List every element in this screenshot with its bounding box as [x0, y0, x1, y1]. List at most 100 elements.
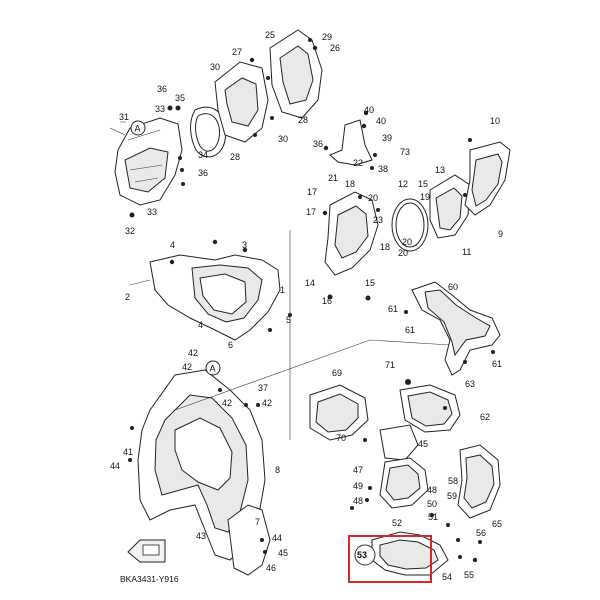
callout-30: 30 [210, 62, 220, 72]
lower-right-assembly [309, 379, 501, 576]
callout-15: 15 [365, 278, 375, 288]
callout-36: 36 [157, 84, 167, 94]
callout-28: 28 [230, 152, 240, 162]
callout-46: 46 [266, 563, 276, 573]
callout-38: 38 [378, 164, 388, 174]
callout-20: 20 [402, 237, 412, 247]
callout-28: 28 [298, 115, 308, 125]
callout-61: 61 [492, 359, 502, 369]
callout-17: 17 [307, 187, 317, 197]
callout-56: 56 [476, 528, 486, 538]
callout-18: 18 [380, 242, 390, 252]
callout-7: 7 [255, 517, 260, 527]
callout-71: 71 [385, 360, 395, 370]
reference-circle-a-2-label: A [210, 364, 216, 374]
callout-20: 20 [368, 193, 378, 203]
callout-43: 43 [196, 531, 206, 541]
callout-4: 4 [198, 320, 203, 330]
callout-1: 1 [280, 285, 285, 295]
duct-assembly-top-left: A [109, 105, 227, 218]
right-side-panel [404, 281, 501, 376]
callout-44: 44 [272, 533, 282, 543]
callout-51: 51 [428, 512, 438, 522]
callout-19: 19 [420, 192, 430, 202]
callout-10: 10 [490, 116, 500, 126]
callout-37: 37 [258, 383, 268, 393]
center-bracket-assembly [322, 138, 511, 301]
callout-8: 8 [275, 465, 280, 475]
callout-36: 36 [313, 139, 323, 149]
callout-34: 34 [198, 150, 208, 160]
reference-circle-a-2 [205, 360, 221, 376]
callout-labels: 31 35 36 33 34 36 33 32 28 30 27 25 29 2… [110, 30, 503, 582]
callout-40: 40 [364, 105, 374, 115]
callout-17: 17 [306, 207, 316, 217]
callout-42: 42 [188, 348, 198, 358]
callout-30: 30 [278, 134, 288, 144]
callout-2: 2 [125, 292, 130, 302]
main-front-frame: A [128, 360, 271, 576]
callout-35: 35 [175, 93, 185, 103]
callout-42: 42 [222, 398, 232, 408]
callout-23: 23 [373, 215, 383, 225]
callout-6: 6 [228, 340, 233, 350]
side-panels-top-center [214, 29, 323, 143]
callout-58: 58 [448, 476, 458, 486]
callout-55: 55 [464, 570, 474, 580]
callout-18: 18 [345, 179, 355, 189]
callout-48: 48 [427, 485, 437, 495]
callout-50: 50 [427, 499, 437, 509]
callout-42: 42 [262, 398, 272, 408]
callout-47: 47 [353, 465, 363, 475]
reference-circle-a-label: A [135, 124, 141, 134]
callout-45: 45 [418, 439, 428, 449]
callout-32: 32 [125, 226, 135, 236]
bracket-assembly-center [323, 110, 377, 170]
callout-33: 33 [147, 207, 157, 217]
upper-frame-assembly [129, 239, 292, 341]
callout-36: 36 [198, 168, 208, 178]
callout-4: 4 [170, 240, 175, 250]
callout-39: 39 [382, 133, 392, 143]
callout-70: 70 [336, 433, 346, 443]
callout-31: 31 [119, 112, 129, 122]
callout-65: 65 [492, 519, 502, 529]
callout-9: 9 [498, 229, 503, 239]
callout-52: 52 [392, 518, 402, 528]
callout-27: 27 [232, 47, 242, 57]
callout-16: 16 [322, 296, 332, 306]
callout-69: 69 [332, 368, 342, 378]
callout-44: 44 [110, 461, 120, 471]
highlighted-part-box[interactable] [348, 535, 432, 583]
callout-61: 61 [388, 304, 398, 314]
callout-29: 29 [322, 32, 332, 42]
callout-63: 63 [465, 379, 475, 389]
reference-circle-a [130, 120, 146, 136]
callout-33: 33 [155, 104, 165, 114]
callout-45: 45 [278, 548, 288, 558]
diagram-code: BKA3431-Y916 [120, 574, 179, 584]
callout-15: 15 [418, 179, 428, 189]
callout-12: 12 [398, 179, 408, 189]
callout-62: 62 [480, 412, 490, 422]
callout-14: 14 [305, 278, 315, 288]
callout-41: 41 [123, 447, 133, 457]
callout-53[interactable]: 53 [357, 550, 367, 560]
callout-21: 21 [328, 173, 338, 183]
callout-22: 22 [353, 158, 363, 168]
callout-25: 25 [265, 30, 275, 40]
callout-49: 49 [353, 481, 363, 491]
callout-11: 11 [462, 247, 471, 257]
callout-26: 26 [330, 43, 340, 53]
callout-73: 73 [400, 147, 410, 157]
callout-60: 60 [448, 282, 458, 292]
callout-48: 48 [353, 496, 363, 506]
callout-54: 54 [442, 572, 452, 582]
front-direction-arrow-icon [127, 539, 166, 563]
callout-59: 59 [447, 491, 457, 501]
callout-3: 3 [242, 240, 247, 250]
callout-13: 13 [435, 165, 445, 175]
callout-61: 61 [405, 325, 415, 335]
highlighted-part-circle[interactable] [354, 544, 376, 566]
